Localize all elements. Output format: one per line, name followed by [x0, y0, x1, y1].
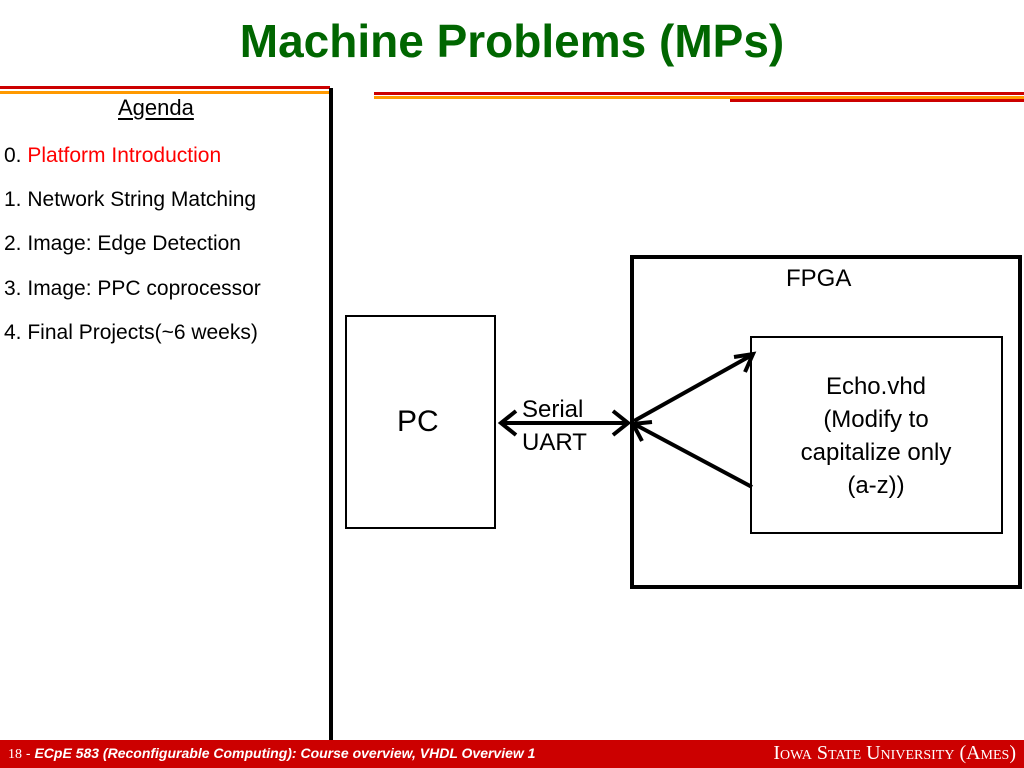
pc-label: PC — [397, 405, 439, 438]
echo-line: Echo.vhd — [825, 373, 927, 400]
vertical-divider — [329, 88, 333, 742]
agenda-item-1: 1. Network String Matching — [4, 188, 256, 212]
title-rule-orange-left — [0, 91, 330, 94]
footer-bar — [0, 740, 1024, 768]
agenda-item-label: Image: Edge Detection — [27, 232, 241, 255]
echo-module-box — [750, 336, 1003, 534]
footer-course-info: 18 - ECpE 583 (Reconfigurable Computing)… — [8, 745, 535, 763]
echo-module-label: Echo.vhd (Modify to capitalize only (a-z… — [752, 370, 1000, 502]
title-rule-red-mid — [374, 92, 1024, 95]
link-label-line1: Serial — [522, 396, 584, 423]
slide-title: Machine Problems (MPs) — [239, 15, 785, 67]
link-label-line2: UART — [522, 429, 587, 456]
fpga-label: FPGA — [786, 265, 852, 292]
pc-box — [345, 315, 496, 529]
outbound-arrow — [633, 422, 753, 489]
agenda-item-4: 4. Final Projects(~6 weeks) — [4, 321, 258, 345]
serial-uart-label: Serial UART — [522, 393, 587, 459]
agenda-heading: Agenda — [118, 95, 194, 120]
agenda-item-number: 2. — [4, 232, 28, 255]
inbound-arrowhead — [733, 351, 757, 373]
agenda-item-number: 4. — [4, 321, 28, 344]
agenda-item-number: 3. — [4, 277, 28, 300]
title-rule-red-left — [0, 86, 330, 89]
agenda-item-3: 3. Image: PPC coprocessor — [4, 277, 261, 301]
agenda-item-2: 2. Image: Edge Detection — [4, 232, 241, 256]
serial-link-arrowhead-right — [611, 409, 632, 437]
outbound-arrowhead — [629, 420, 653, 442]
inbound-arrow — [633, 353, 753, 423]
echo-line: (Modify to — [823, 406, 929, 433]
agenda-item-number: 0. — [4, 144, 28, 167]
title-rule-red-right — [730, 99, 1024, 102]
agenda-item-label: Platform Introduction — [27, 144, 222, 167]
agenda-item-0: 0. Platform Introduction — [4, 144, 221, 168]
course-title: ECpE 583 (Reconfigurable Computing): Cou… — [34, 745, 536, 761]
echo-line: (a-z)) — [847, 472, 905, 499]
footer-separator: - — [22, 745, 35, 761]
title-rule-orange-mid — [374, 96, 1024, 99]
echo-line: capitalize only — [800, 439, 952, 466]
agenda-item-label: Image: PPC coprocessor — [27, 277, 261, 300]
institution-name: Iowa State University (Ames) — [773, 742, 1016, 764]
agenda-item-number: 1. — [4, 188, 28, 211]
page-number: 18 — [8, 747, 22, 762]
agenda-item-label: Final Projects(~6 weeks) — [27, 321, 258, 344]
agenda-item-label: Network String Matching — [27, 188, 257, 211]
serial-link-arrowhead-left — [497, 409, 518, 437]
